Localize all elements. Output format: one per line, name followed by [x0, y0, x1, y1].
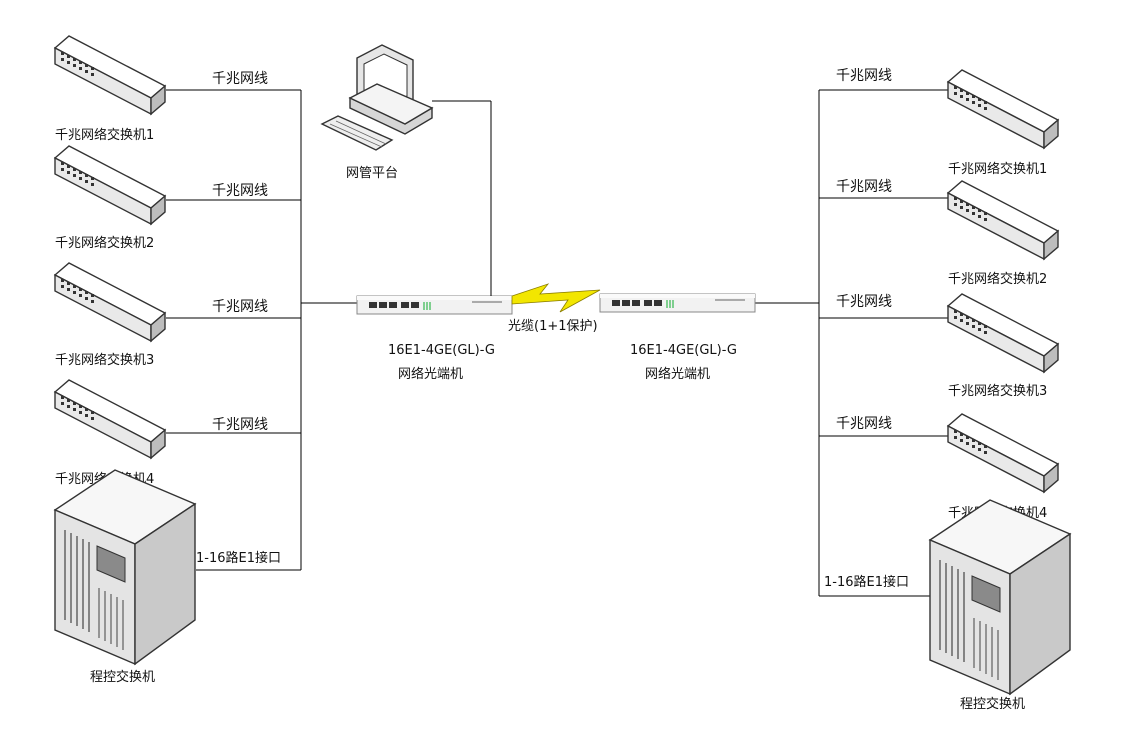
left-site: 千兆网络交换机1 千兆网线 千兆网络交换机2 千兆网线 千兆网络交换机3 千兆网…	[54, 35, 513, 685]
left-pbx: 程控交换机	[54, 469, 196, 685]
left-pbx-label: 程控交换机	[90, 669, 155, 685]
left-switch-1-label: 千兆网络交换机1	[55, 127, 154, 143]
right-switch-2: 千兆网络交换机2	[947, 180, 1059, 287]
right-pbx-link-label: 1-16路E1接口	[824, 574, 909, 590]
left-terminal-name: 网络光端机	[398, 366, 463, 382]
right-switch-2-icon	[947, 180, 1059, 260]
left-switch-1: 千兆网络交换机1	[54, 35, 166, 143]
right-switch-1: 千兆网络交换机1	[947, 69, 1059, 177]
left-switch-4: 千兆网络交换机4	[54, 379, 166, 487]
right-switch-3: 千兆网络交换机3	[947, 293, 1059, 399]
computer-icon	[320, 44, 434, 151]
left-switch-3: 千兆网络交换机3	[54, 262, 166, 368]
left-pbx-icon	[54, 469, 196, 665]
management-platform-label: 网管平台	[346, 166, 398, 181]
left-switch-2-label: 千兆网络交换机2	[55, 235, 154, 251]
right-site: 16E1-4GE(GL)-G 网络光端机 千兆网线 千兆网络交换机1 千兆网线 …	[599, 68, 1071, 712]
right-switch-1-label: 千兆网络交换机1	[948, 161, 1047, 177]
right-optical-terminal: 16E1-4GE(GL)-G 网络光端机	[599, 293, 756, 382]
right-switch-2-label: 千兆网络交换机2	[948, 271, 1047, 287]
right-link-4-label: 千兆网线	[836, 416, 892, 432]
right-pbx-label: 程控交换机	[960, 696, 1025, 712]
left-link-2-label: 千兆网线	[212, 183, 268, 199]
right-switch-1-icon	[947, 69, 1059, 149]
fiber-label: 光缆(1+1保护)	[508, 318, 598, 334]
right-link-2-label: 千兆网线	[836, 179, 892, 195]
right-terminal-icon	[599, 293, 756, 313]
left-link-1-label: 千兆网线	[212, 71, 268, 87]
left-link-3-label: 千兆网线	[212, 299, 268, 315]
left-optical-terminal: 16E1-4GE(GL)-G 网络光端机	[356, 295, 513, 382]
left-link-4-label: 千兆网线	[212, 417, 268, 433]
fiber-link: 光缆(1+1保护)	[508, 283, 601, 334]
management-platform: 网管平台	[320, 44, 492, 296]
left-switch-3-icon	[54, 262, 166, 342]
right-switch-4-icon	[947, 413, 1059, 493]
left-switch-3-label: 千兆网络交换机3	[55, 352, 154, 368]
right-terminal-name: 网络光端机	[645, 366, 710, 382]
lightning-icon	[511, 283, 601, 313]
right-terminal-model: 16E1-4GE(GL)-G	[630, 343, 737, 358]
right-link-1-label: 千兆网线	[836, 68, 892, 84]
left-switch-4-icon	[54, 379, 166, 459]
right-switch-3-icon	[947, 293, 1059, 373]
right-link-3-label: 千兆网线	[836, 294, 892, 310]
right-pbx: 程控交换机	[929, 499, 1071, 712]
left-pbx-link-label: 1-16路E1接口	[196, 550, 281, 566]
left-switch-2: 千兆网络交换机2	[54, 145, 166, 251]
right-pbx-icon	[929, 499, 1071, 695]
right-switch-3-label: 千兆网络交换机3	[948, 383, 1047, 399]
left-terminal-model: 16E1-4GE(GL)-G	[388, 343, 495, 358]
left-switch-1-icon	[54, 35, 166, 115]
left-terminal-icon	[356, 295, 513, 315]
left-switch-2-icon	[54, 145, 166, 225]
